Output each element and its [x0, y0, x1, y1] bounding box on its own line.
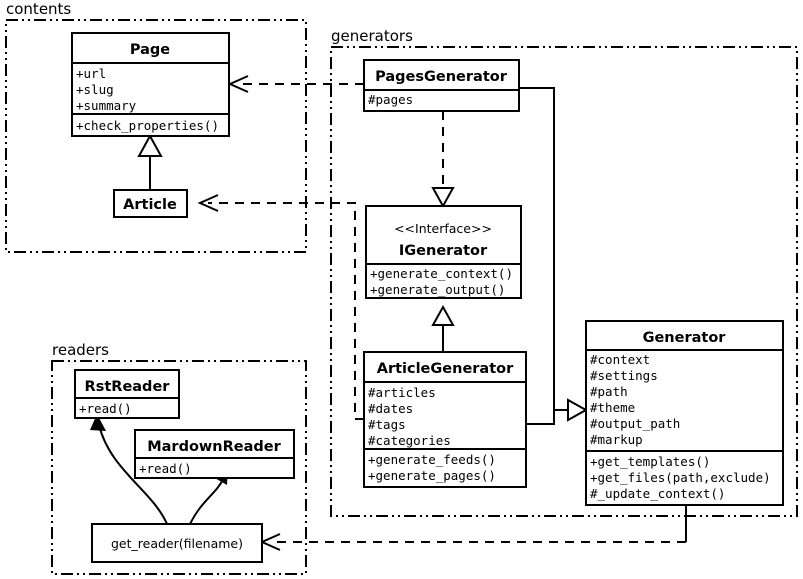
class-generator-attribute: #output_path — [590, 416, 680, 431]
class-generator-method: +get_files(path,exclude) — [590, 470, 771, 485]
class-generator-attribute: #context — [590, 352, 650, 367]
package-readers: readers — [51, 341, 307, 575]
class-generator-box — [585, 320, 784, 506]
class-articlegenerator-attribute: #dates — [368, 401, 413, 416]
class-page-attribute: +summary — [76, 98, 137, 113]
class-generator-attribute: #settings — [590, 368, 658, 383]
edge-articlegenerator-inherits-generator — [526, 409, 571, 425]
generalization-arrowhead-page — [137, 133, 163, 157]
class-igenerator-method: +generate_context() — [370, 266, 513, 281]
function-get-reader-label: get_reader(filename) — [111, 536, 243, 551]
class-article-box — [113, 189, 188, 218]
class-generator-attribute: #theme — [590, 400, 635, 415]
package-contents-border — [5, 19, 307, 253]
class-generator-attribute: #path — [590, 384, 628, 399]
realization-arrowhead-igenerator — [431, 187, 455, 209]
class-pagesgenerator-title: PagesGenerator — [375, 69, 508, 85]
class-igenerator-box — [365, 205, 522, 299]
class-mardownreader-method: +read() — [139, 461, 192, 476]
class-generator-title: Generator — [643, 330, 727, 346]
dependency-arrowhead-article — [197, 194, 219, 212]
package-generators-border — [330, 46, 798, 517]
class-mardownreader[interactable]: MardownReader +read() — [134, 429, 295, 479]
class-igenerator-stereotype: <<Interface>> — [394, 221, 492, 236]
class-rstreader-method: +read() — [79, 401, 132, 416]
function-get-reader-box — [91, 523, 263, 563]
class-article-title: Article — [123, 197, 177, 213]
class-articlegenerator-box — [363, 351, 527, 488]
class-generator-attribute: #markup — [590, 432, 643, 447]
package-generators-label: generators — [331, 27, 413, 45]
generalization-arrowhead-generator — [567, 398, 589, 422]
class-article[interactable]: Article — [113, 189, 188, 218]
class-pagesgenerator-box — [363, 59, 520, 112]
class-rstreader[interactable]: RstReader +read() — [74, 369, 180, 419]
class-page-method: +check_properties() — [76, 118, 219, 133]
class-page-box — [71, 32, 230, 137]
class-articlegenerator-attribute: #articles — [368, 385, 436, 400]
edge-article-inherits-page — [137, 133, 163, 190]
edge-articlegenerator-inherits-igenerator — [431, 304, 455, 352]
function-get-reader[interactable]: get_reader(filename) — [91, 523, 263, 563]
class-rstreader-title: RstReader — [85, 379, 171, 395]
class-igenerator[interactable]: <<Interface>> IGenerator +generate_conte… — [365, 205, 522, 299]
class-pagesgenerator[interactable]: PagesGenerator #pages — [363, 59, 520, 112]
class-page-attribute: +slug — [76, 82, 114, 97]
class-mardownreader-box — [134, 429, 295, 479]
class-igenerator-method: +generate_output() — [370, 282, 505, 297]
class-articlegenerator-attribute: #categories — [368, 433, 451, 448]
edge-get-reader-returns-rstreader — [90, 414, 168, 525]
class-page-attribute: +url — [76, 66, 106, 81]
class-articlegenerator-method: +generate_feeds() — [368, 452, 496, 467]
class-articlegenerator-attribute: #tags — [368, 417, 406, 432]
class-page[interactable]: Page +url +slug +summary +check_properti… — [71, 32, 230, 137]
class-articlegenerator-title: ArticleGenerator — [377, 361, 514, 377]
class-rstreader-box — [74, 369, 180, 419]
edge-generator-uses-get-reader — [259, 505, 687, 551]
package-contents-label: contents — [6, 0, 71, 18]
package-contents: contents — [5, 0, 307, 253]
class-generator-method: +get_templates() — [590, 454, 710, 469]
edge-pagesgenerator-realizes-igenerator — [431, 111, 455, 209]
class-articlegenerator-method: +generate_pages() — [368, 468, 496, 483]
class-page-title: Page — [130, 42, 170, 58]
class-igenerator-title: IGenerator — [399, 243, 488, 259]
edge-articlegenerator-uses-article — [197, 194, 364, 420]
class-generator-method: #_update_context() — [590, 486, 725, 501]
class-articlegenerator[interactable]: ArticleGenerator #articles #dates #tags … — [363, 351, 527, 488]
package-readers-label: readers — [52, 341, 109, 359]
class-mardownreader-title: MardownReader — [147, 439, 281, 455]
edge-pagesgenerator-uses-page — [227, 75, 364, 93]
class-pagesgenerator-attribute: #pages — [368, 92, 413, 107]
package-generators: generators — [330, 27, 798, 517]
generalization-arrowhead-igenerator — [431, 304, 455, 326]
package-readers-border — [51, 360, 307, 575]
return-arrowhead-rstreader — [90, 414, 106, 431]
class-generator[interactable]: Generator #context #settings #path #them… — [585, 320, 784, 506]
